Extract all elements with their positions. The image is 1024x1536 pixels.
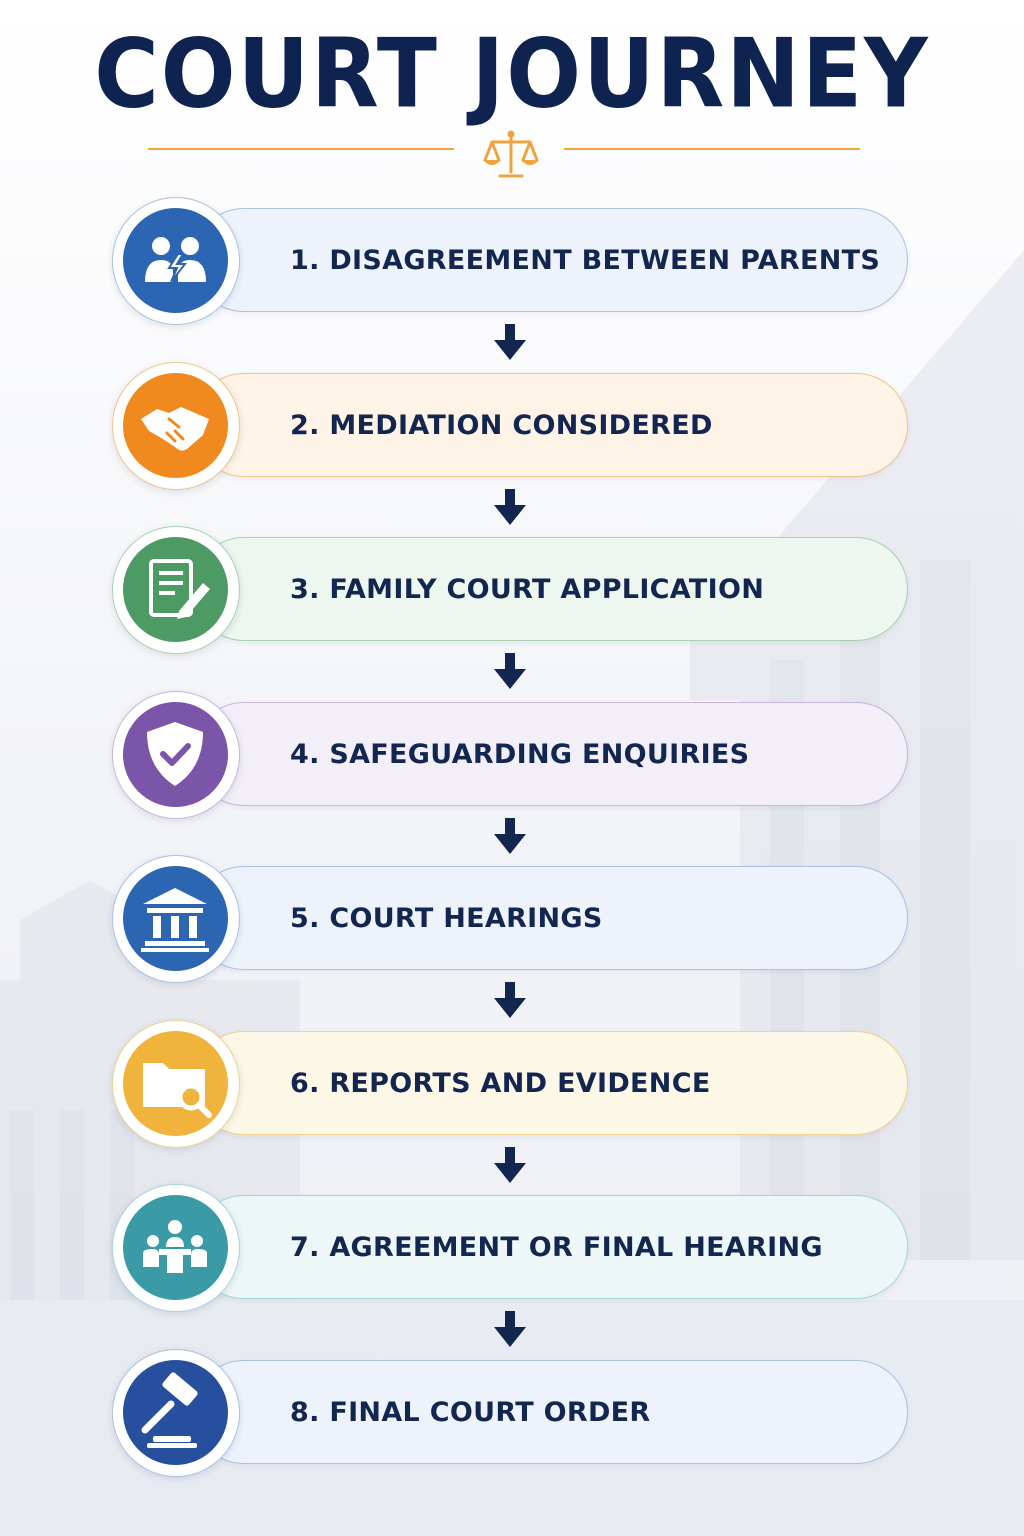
down-arrow-icon <box>494 324 526 360</box>
title-divider-left <box>148 148 454 150</box>
scales-of-justice-icon <box>483 130 539 178</box>
step-3: 3. FAMILY COURT APPLICATION <box>112 526 912 654</box>
step-6: 6. REPORTS AND EVIDENCE <box>112 1019 912 1148</box>
down-arrow-icon <box>494 982 526 1018</box>
step-label: 8. FINAL COURT ORDER <box>290 1396 651 1428</box>
down-arrow-icon <box>494 488 526 525</box>
step-icon-ring <box>112 361 240 490</box>
step-label: 6. REPORTS AND EVIDENCE <box>290 1067 711 1099</box>
step-pill <box>192 866 908 970</box>
courthouse-icon <box>123 866 228 971</box>
step-2: 2. MEDIATION CONSIDERED <box>112 361 912 490</box>
down-arrow-icon <box>494 653 526 689</box>
step-pill <box>192 537 908 641</box>
step-icon-ring <box>112 690 240 819</box>
page-title: COURT JOURNEY <box>94 17 930 130</box>
down-arrow-icon <box>494 1146 526 1183</box>
step-pill <box>192 1195 908 1299</box>
step-pill <box>192 701 908 806</box>
step-label: 5. COURT HEARINGS <box>290 903 603 934</box>
step-icon-ring <box>112 1184 240 1312</box>
document-pen-icon <box>123 537 228 642</box>
parents-conflict-icon <box>123 208 228 313</box>
step-5: 5. COURT HEARINGS <box>112 855 912 983</box>
step-pill <box>192 372 908 477</box>
step-label: 4. SAFEGUARDING ENQUIRIES <box>290 738 750 770</box>
step-pill <box>192 208 908 312</box>
folder-search-icon <box>123 1030 228 1136</box>
title-divider-right <box>564 148 860 150</box>
meeting-table-icon <box>123 1195 228 1300</box>
step-icon-ring <box>112 1348 240 1477</box>
gavel-icon <box>123 1359 228 1465</box>
step-pill <box>192 1030 908 1135</box>
step-8: 8. FINAL COURT ORDER <box>112 1348 912 1477</box>
step-icon-ring <box>112 1019 240 1148</box>
step-label: 3. FAMILY COURT APPLICATION <box>290 574 765 605</box>
step-1: 1. DISAGREEMENT BETWEEN PARENTS <box>112 197 912 325</box>
step-label: 2. MEDIATION CONSIDERED <box>290 409 713 441</box>
step-4: 4. SAFEGUARDING ENQUIRIES <box>112 690 912 819</box>
step-label: 1. DISAGREEMENT BETWEEN PARENTS <box>290 245 881 276</box>
down-arrow-icon <box>494 1311 526 1347</box>
step-label: 7. AGREEMENT OR FINAL HEARING <box>290 1232 823 1263</box>
shield-check-icon <box>123 701 228 807</box>
step-7: 7. AGREEMENT OR FINAL HEARING <box>112 1184 912 1312</box>
step-pill <box>192 1359 908 1464</box>
handshake-icon <box>123 372 228 478</box>
down-arrow-icon <box>494 817 526 854</box>
step-icon-ring <box>112 197 240 325</box>
step-icon-ring <box>112 526 240 654</box>
step-icon-ring <box>112 855 240 983</box>
